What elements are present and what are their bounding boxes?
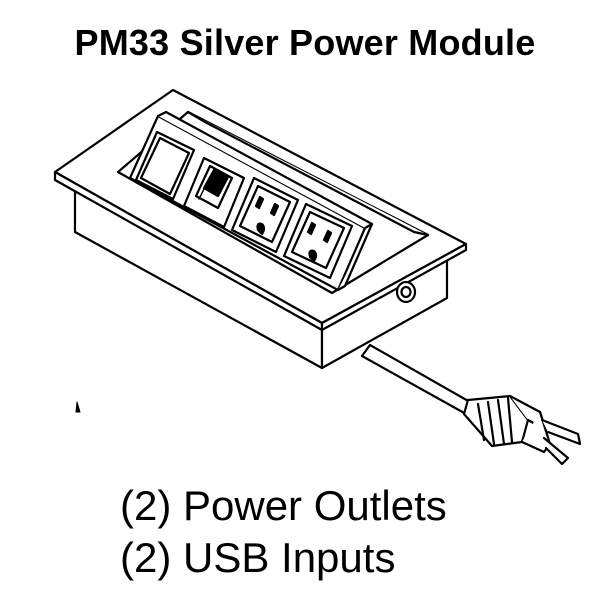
blank-module (134, 130, 196, 201)
plug-icon (462, 394, 582, 466)
page-title: PM33 Silver Power Module (74, 22, 536, 63)
feature-usb-inputs: (2) USB Inputs (120, 534, 396, 581)
usb-ports-icon (182, 156, 246, 229)
power-outlet-icon (230, 176, 300, 254)
power-cord (360, 343, 472, 416)
power-outlet-icon (282, 202, 354, 280)
power-module-illustration (53, 88, 582, 466)
feature-power-outlets: (2) Power Outlets (120, 482, 447, 529)
feature-list: (2) Power Outlets (2) USB Inputs (120, 480, 447, 584)
